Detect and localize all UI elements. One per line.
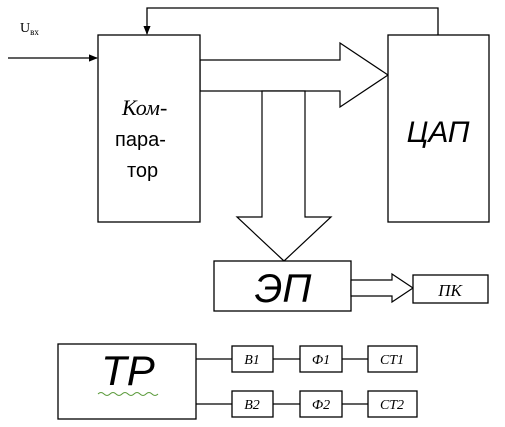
- st1-box: [367, 345, 418, 373]
- dac-label: ЦАП: [407, 116, 470, 149]
- f2-box: [299, 390, 343, 418]
- comparator-box: [97, 34, 201, 223]
- f2-label: Ф2: [312, 398, 330, 413]
- comparator-label-line1: Ком-: [121, 95, 167, 120]
- b2-label: В2: [244, 398, 260, 413]
- tr-box: [57, 343, 197, 420]
- comparator-label-line2: пара-: [115, 129, 166, 151]
- comparator-to-dac-arrow: [199, 41, 390, 109]
- b1-label: В1: [244, 353, 260, 368]
- spellcheck-squiggle: [97, 392, 159, 396]
- st1-label: СТ1: [380, 353, 404, 368]
- tr-label: ТР: [101, 347, 155, 394]
- f1-box: [299, 345, 343, 373]
- dac-box: [387, 34, 490, 223]
- feedback-line: [143, 7, 439, 35]
- ep-box: [213, 260, 352, 312]
- input-label: Uвх: [20, 21, 39, 37]
- f1-label: Ф1: [312, 353, 330, 368]
- comparator-label-line3: тор: [127, 160, 158, 182]
- st2-box: [367, 390, 418, 418]
- b1-box: [231, 345, 274, 373]
- bus-to-ep-arrow: [235, 90, 333, 262]
- pk-label: ПК: [437, 281, 463, 300]
- pk-box: [412, 274, 489, 304]
- ep-label: ЭП: [255, 267, 313, 311]
- st2-label: СТ2: [380, 398, 404, 413]
- ep-to-pk-arrow: [350, 272, 415, 304]
- b2-box: [231, 390, 274, 418]
